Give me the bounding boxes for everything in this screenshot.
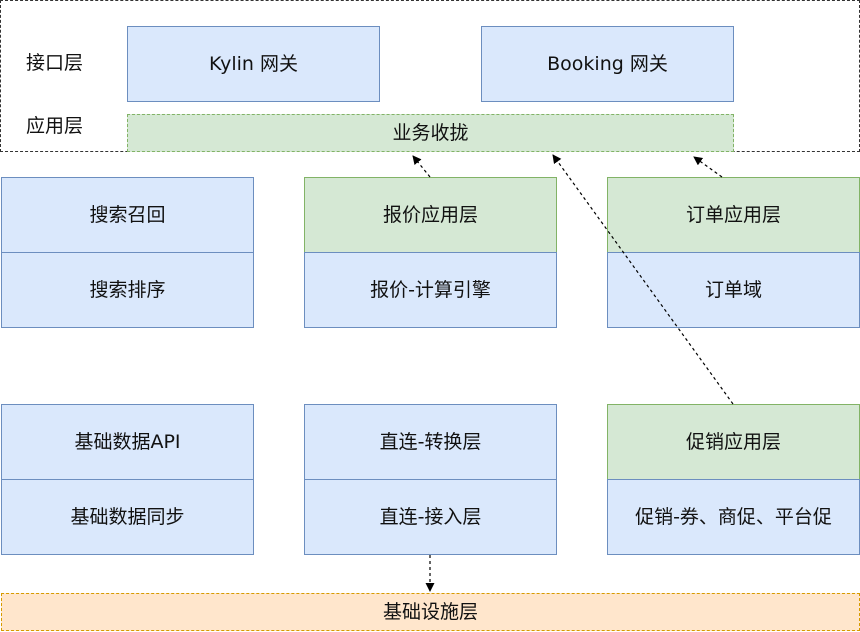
interface-layer-label: 接口层 xyxy=(26,52,84,74)
promotion-items-box[interactable]: 促销-券、商促、平台促 xyxy=(607,479,860,555)
kylin-gateway-box[interactable]: Kylin 网关 xyxy=(127,26,380,102)
direct-access-box[interactable]: 直连-接入层 xyxy=(304,479,557,555)
basic-data-sync-box[interactable]: 基础数据同步 xyxy=(1,479,254,555)
quote-app-layer-box[interactable]: 报价应用层 xyxy=(304,177,557,253)
order-domain-box[interactable]: 订单域 xyxy=(607,252,860,328)
search-ranking-box[interactable]: 搜索排序 xyxy=(1,252,254,328)
basic-data-api-box[interactable]: 基础数据API xyxy=(1,404,254,480)
arrow-quote-to-aggregation xyxy=(412,155,431,178)
infrastructure-layer-box[interactable]: 基础设施层 xyxy=(1,593,860,631)
quote-engine-box[interactable]: 报价-计算引擎 xyxy=(304,252,557,328)
search-recall-box[interactable]: 搜索召回 xyxy=(1,177,254,253)
booking-gateway-box[interactable]: Booking 网关 xyxy=(481,26,734,102)
application-layer-label: 应用层 xyxy=(26,115,84,137)
arrow-promotion-to-aggregation xyxy=(552,154,734,405)
arrow-order-to-aggregation xyxy=(693,156,723,178)
business-aggregation-box[interactable]: 业务收拢 xyxy=(127,114,734,152)
promotion-app-layer-box[interactable]: 促销应用层 xyxy=(607,404,860,480)
